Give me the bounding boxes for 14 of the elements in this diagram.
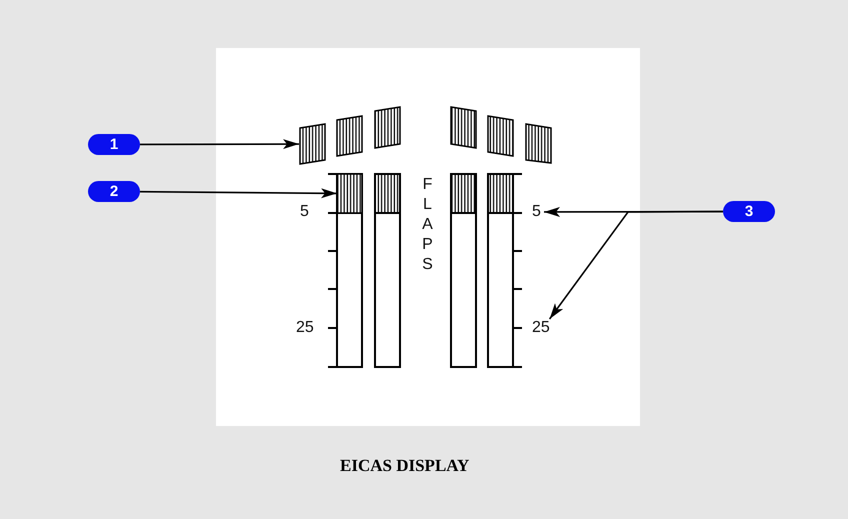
scale-value: 25: [532, 319, 554, 337]
scale-value: 5: [532, 203, 544, 221]
scale-value: 5: [300, 203, 310, 221]
leader-arrow: [140, 188, 337, 198]
gauge-title: FLAPS: [418, 176, 436, 276]
callout-number: 2: [88, 181, 140, 202]
flap-bar-icon: [337, 174, 362, 213]
flap-indicator-icon: [299, 124, 326, 164]
scale-value: 25: [296, 319, 315, 337]
leader-arrow: [140, 139, 299, 150]
callout-number: 1: [88, 134, 140, 155]
leader-arrow: [548, 210, 723, 320]
caption: EICAS DISPLAY: [340, 456, 470, 476]
callout-number: 3: [723, 201, 775, 222]
